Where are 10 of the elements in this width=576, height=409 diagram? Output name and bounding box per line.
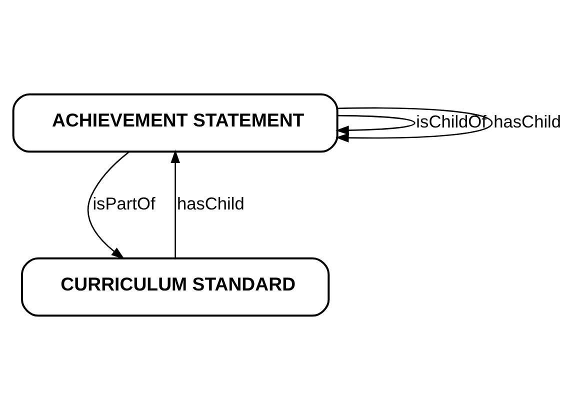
arrow [335,106,493,142]
arrow [336,114,416,134]
edge-label: isChildOf [416,111,486,132]
edge-label: hasChild [176,193,244,214]
node-box: CURRICULUM STANDARD [21,256,330,316]
arrow [170,149,180,258]
arrow [87,150,130,259]
edge-label: isPartOf [92,193,156,214]
node-box: ACHIEVEMENT STATEMENT [12,92,338,152]
edge-label: hasChild [494,111,562,132]
